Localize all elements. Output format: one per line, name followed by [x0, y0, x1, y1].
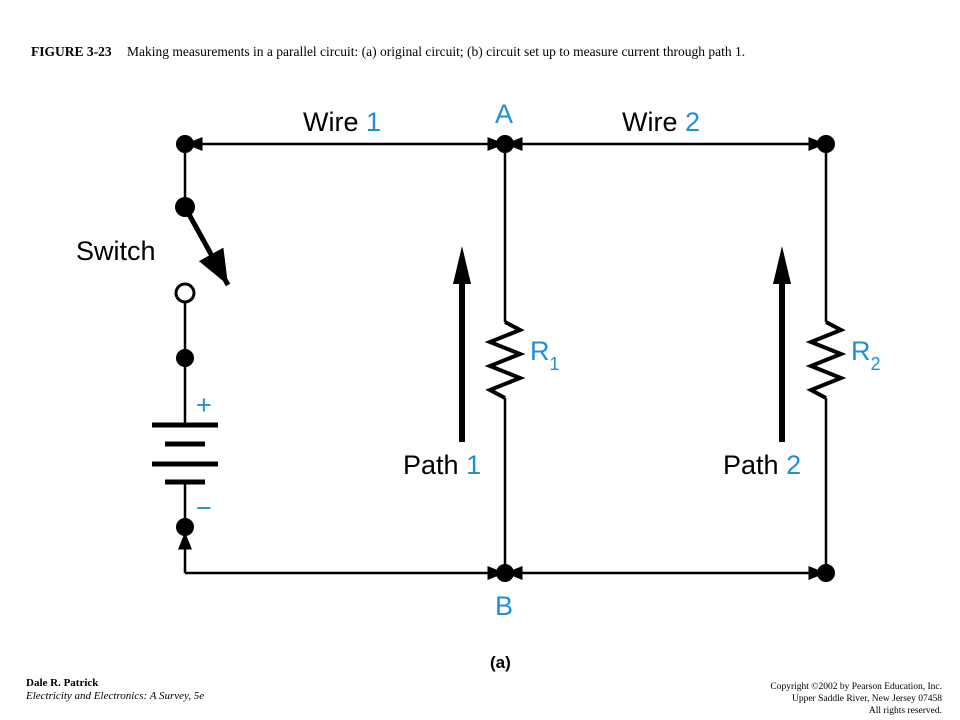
footer-copyright: Copyright ©2002 by Pearson Education, In… — [770, 682, 942, 692]
resistor-r2 — [805, 320, 847, 400]
resistor-r2-label: R2 — [851, 336, 881, 374]
path-2-arrow-head — [773, 246, 791, 284]
path-1-arrow-head — [453, 246, 471, 284]
node-b-label: B — [495, 591, 513, 621]
figure-number: FIGURE 3-23 — [31, 44, 112, 59]
path-2-label: Path 2 — [723, 450, 801, 480]
switch-pivot-node — [175, 197, 195, 217]
path-1-arrow-shaft — [459, 270, 465, 442]
wire-1-label: Wire 1 — [303, 107, 381, 137]
battery-minus-label: − — [196, 493, 212, 523]
battery-plus-label: + — [196, 390, 212, 420]
figure-caption-text: Making measurements in a parallel circui… — [127, 44, 746, 59]
figure-caption: FIGURE 3-23 Making measurements in a par… — [31, 44, 931, 60]
resistor-r1 — [484, 320, 526, 400]
switch-label: Switch — [76, 236, 156, 266]
path-1-label: Path 1 — [403, 450, 481, 480]
switch-blade — [182, 205, 231, 287]
corner-node-top-left — [176, 135, 194, 153]
battery-top-node — [176, 349, 194, 367]
corner-node-top-right — [817, 135, 835, 153]
switch-open-contact — [174, 282, 196, 304]
footer-copyright-block: Copyright ©2002 by Pearson Education, In… — [770, 681, 942, 717]
footer-book-title: Electricity and Electronics: A Survey, 5… — [26, 690, 205, 702]
corner-node-bottom-right — [817, 564, 835, 582]
node-a-dot — [496, 135, 514, 153]
wire-2-label: Wire 2 — [622, 107, 700, 137]
footer-address: Upper Saddle River, New Jersey 07458 — [791, 694, 942, 704]
node-b-dot — [496, 564, 514, 582]
resistor-r1-label: R1 — [530, 336, 560, 374]
footer-rights: All rights reserved. — [868, 706, 942, 716]
panel-label: (a) — [490, 653, 511, 672]
footer-author-block: Dale R. Patrick Electricity and Electron… — [26, 677, 204, 703]
node-a-label: A — [495, 99, 513, 129]
path-2-arrow-shaft — [779, 270, 785, 442]
battery-bottom-node — [176, 518, 194, 536]
footer-author: Dale R. Patrick — [26, 677, 99, 689]
